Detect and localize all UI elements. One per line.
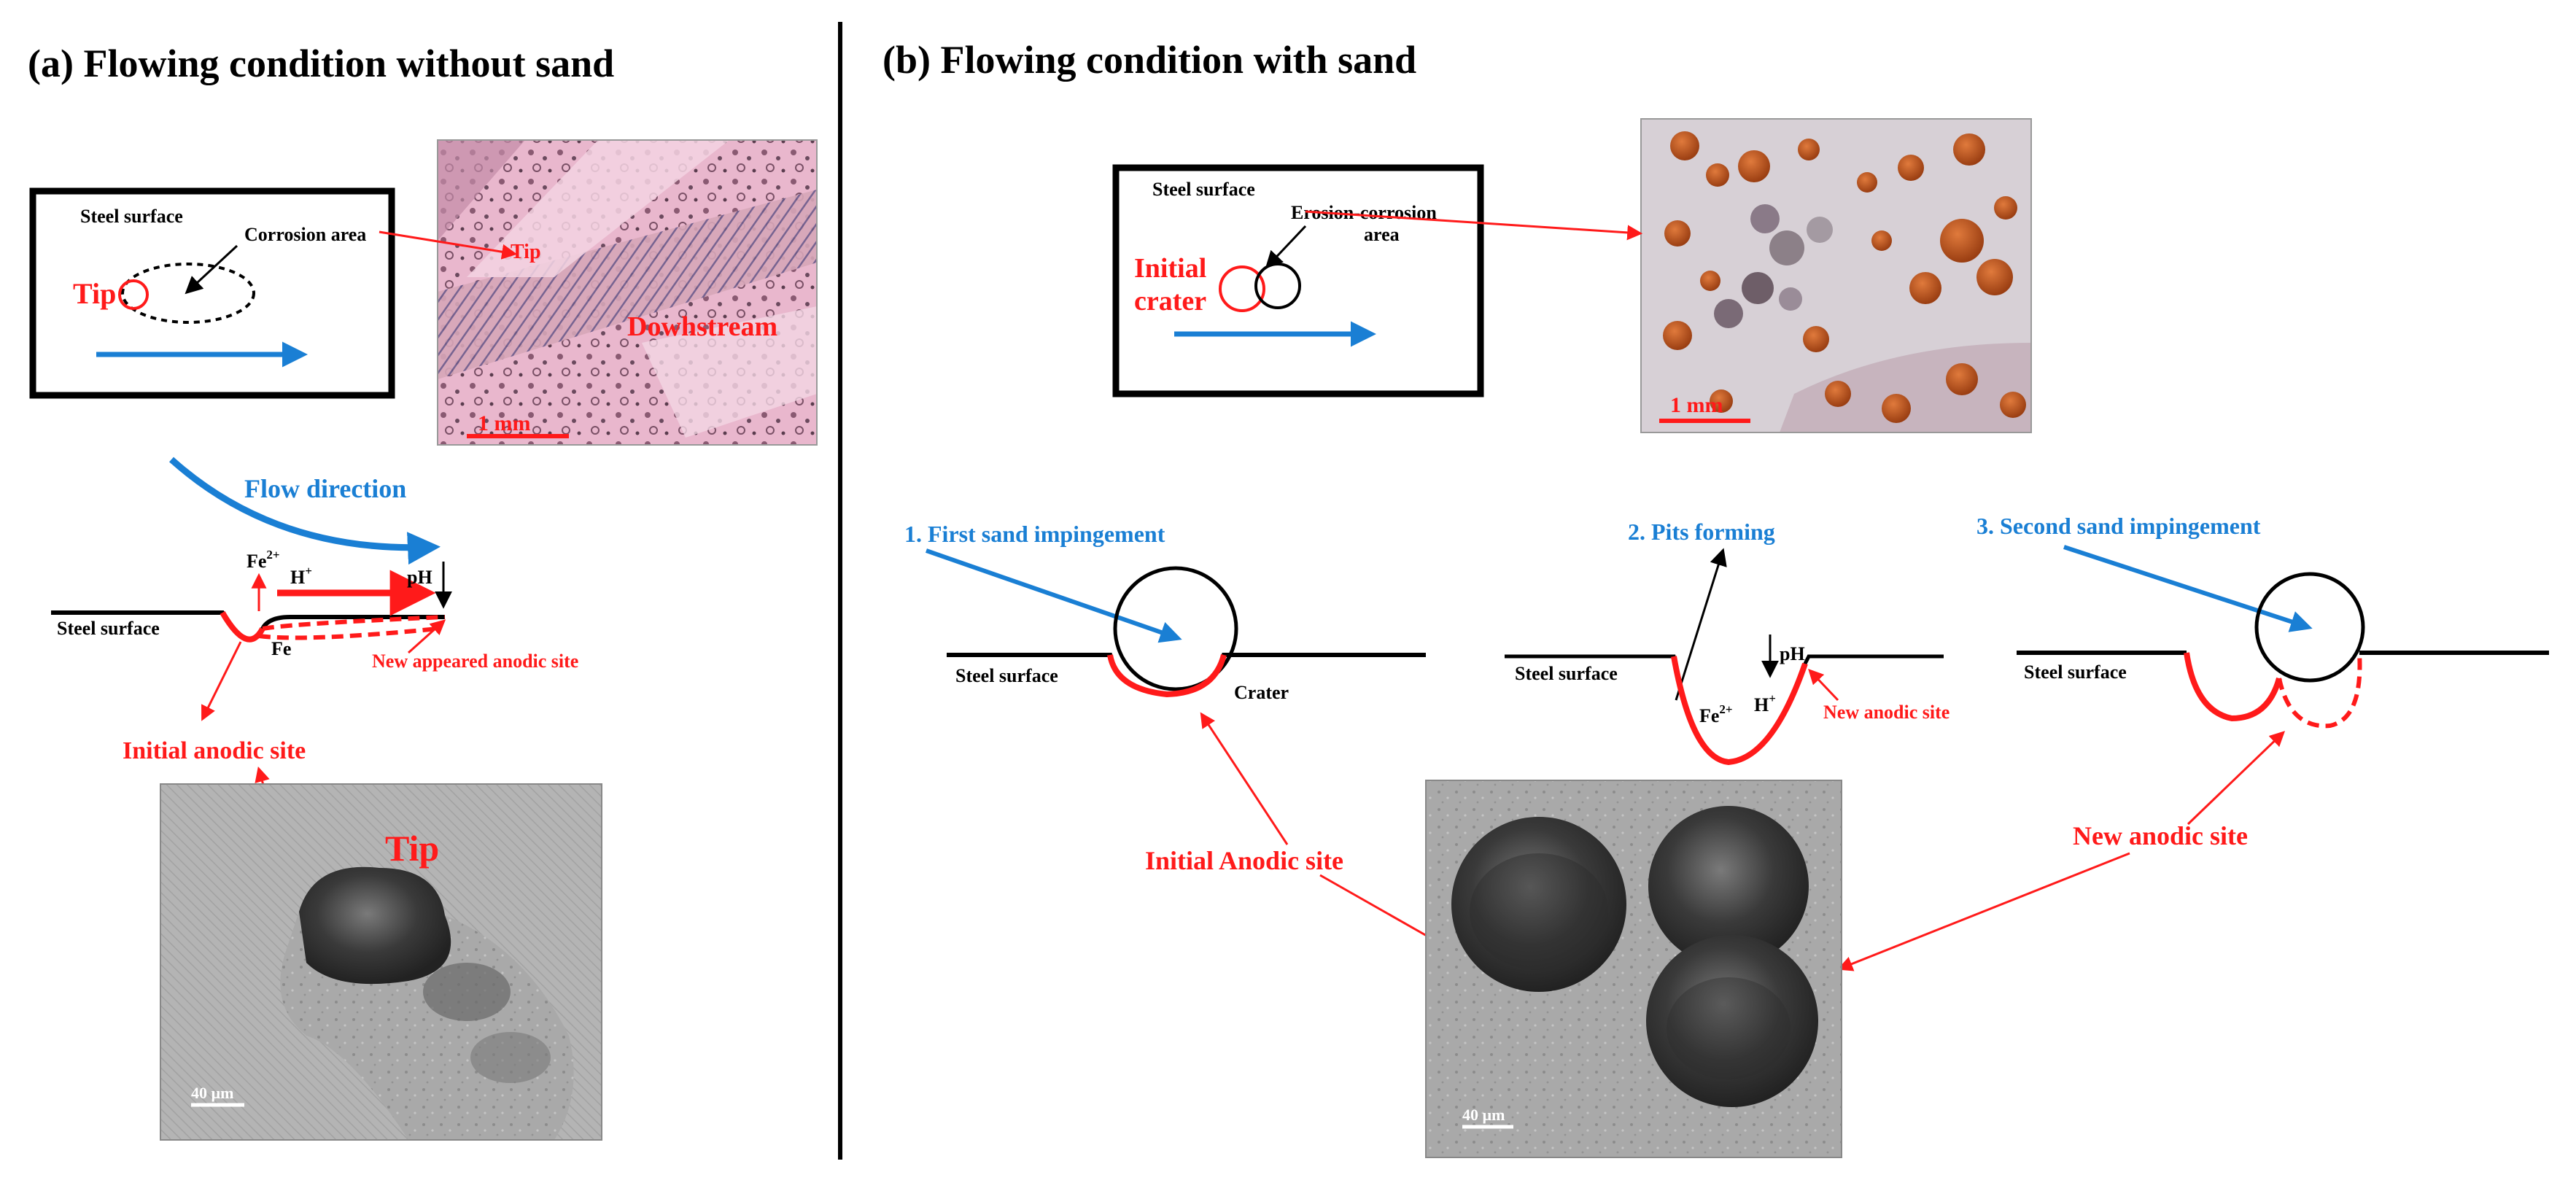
initial-anodic-label: Initial anodic site [123,737,306,764]
panel-b-optical-micrograph [1641,119,2031,432]
new-anodic-b-up-pointer [2187,731,2286,826]
micrograph-scale-label: 1 mm [478,411,530,435]
step1-steel-surface: Steel surface [955,665,1058,686]
step3-title: 3. Second sand impingement [1976,513,2261,539]
cross-section-steel-surface: Steel surface [57,618,160,639]
initial-crater-label-2: crater [1134,286,1206,317]
panel-a-sem-image [160,784,602,1140]
panel-a-schematic-box: Steel surface Corrosion area Tip [29,187,395,399]
step3-steel-surface: Steel surface [2024,661,2127,683]
h-plus-label: H+ [290,564,312,588]
step1-first-impingement: 1. First sand impingement Steel surface … [904,521,1426,703]
flow-direction-arrow [168,457,441,565]
micrograph-b-border [1640,118,2032,433]
tip-label: Tip [73,277,116,310]
step2-ph-label: pH [1780,643,1805,664]
step2-title: 2. Pits forming [1628,519,1775,545]
sem-a-tip-label: Tip [385,828,439,869]
erosion-area-circle [1254,263,1301,309]
step3-sand-particle [2254,572,2365,683]
sem-b-border [1425,780,1842,1158]
erosion-pointer [1265,225,1307,269]
sem-a-border [160,783,602,1141]
panel-a-optical-micrograph [438,140,817,445]
panel-b-sem-image [1426,780,1842,1157]
box-b-to-micrograph-pointer [1305,210,1643,241]
fe-label: Fe [271,638,291,659]
sem-b-scale-label: 40 µm [1462,1106,1505,1124]
box-to-micrograph-pointer [379,230,518,260]
step1-title: 1. First sand impingement [904,521,1165,547]
initial-crater-circle [1219,265,1265,312]
step2-pointer [1675,548,1727,701]
step2-new-anodic-label: New anodic site [1823,702,1950,723]
step1-sand-particle [1113,566,1238,691]
micrograph-a-border [437,139,818,446]
panel-a-cross-section [51,562,452,721]
new-appeared-anodic-label: New appeared anodic site [372,651,578,672]
ph-label: pH [407,567,432,588]
step1-crater-label: Crater [1234,682,1289,703]
sem-a-scale-label: 40 µm [191,1084,234,1102]
fe2-label: Fe2+ [247,548,280,572]
step1-impact-arrow [926,548,1182,643]
initial-anodic-b-up-pointer [1200,712,1289,845]
micrograph-b-scale-label: 1 mm [1670,393,1723,417]
new-anodic-pointer [407,619,446,654]
box-b-steel-surface-label: Steel surface [1152,179,1255,200]
initial-crater-label-1: Initial [1134,253,1206,284]
erosion-corrosion-label-2: area [1364,224,1400,245]
panel-b-title: (b) Flowing condition with sand [882,38,1416,82]
step3-second-impingement: 3. Second sand impingement Steel surface [1976,513,2549,729]
new-anodic-b-label: New anodic site [2073,821,2248,850]
box-steel-surface-label: Steel surface [80,206,183,227]
step2-steel-surface: Steel surface [1515,663,1618,684]
micrograph-downstream-label: Dowhstream [627,311,777,342]
corrosion-area-pointer [185,244,238,295]
step2-new-anodic-pointer [1808,668,1839,702]
panel-a-title: (a) Flowing condition without sand [28,42,614,85]
corrosion-area-label: Corrosion area [244,224,366,245]
step2-pits-forming: 2. Pits forming Steel surface pH Fe2+ H+… [1505,519,1950,766]
micrograph-tip-label: Tip [511,241,541,263]
step2-fe2-label: Fe2+ [1699,702,1733,726]
step2-h-label: H+ [1754,691,1776,715]
new-anodic-b-sem-pointer [1837,852,2130,971]
initial-anodic-pointer [201,641,242,721]
tip-circle [118,279,149,310]
panel-b-schematic-box: Steel surface Erosion-corrosion area Ini… [1112,164,1484,397]
initial-anodic-b-label: Initial Anodic site [1145,846,1343,875]
flow-direction-label: Flow direction [244,474,406,503]
step3-impact-arrow [2063,545,2313,632]
corrosion-area-ellipse [121,263,255,324]
